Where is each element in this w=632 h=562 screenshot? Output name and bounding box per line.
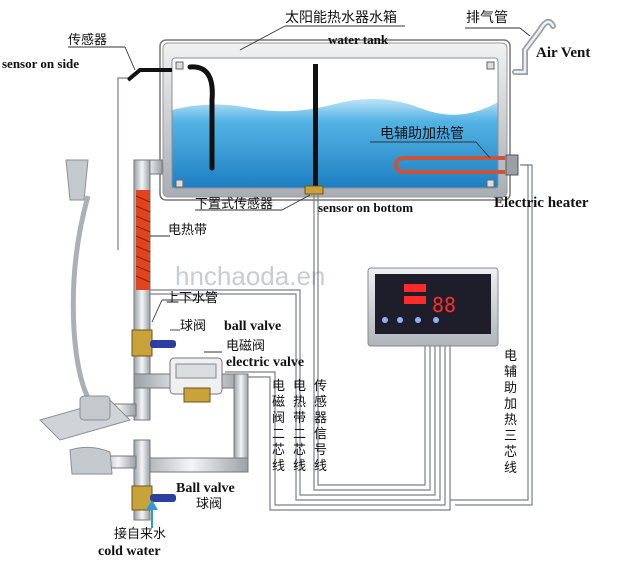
wire-sensor-label: 传感器信号线: [314, 379, 327, 474]
updown-pipe-label-cn: 上下水管: [166, 291, 218, 306]
sensor-bottom-label-en: sensor on bottom: [318, 200, 413, 215]
tank-label-cn: 太阳能热水器水箱: [285, 10, 397, 26]
heater-flange: [505, 154, 519, 176]
wire-labels: 电磁阀二芯线 电热带二芯线 传感器信号线 电辅助加热三芯线: [272, 349, 517, 476]
ball-valve2-label-cn: 球阀: [196, 497, 222, 512]
water-tank: [159, 39, 519, 201]
sensor-side-label-cn: 传感器: [68, 32, 107, 48]
shower-set: [39, 159, 131, 475]
heater-element: [393, 156, 505, 174]
cold-water-label-cn: 接自来水: [114, 526, 166, 542]
heat-belt-label-cn: 电热带: [168, 223, 207, 238]
controller: 88: [367, 267, 499, 347]
vent-label-en: Air Vent: [536, 45, 590, 61]
vent-label-cn: 排气管: [466, 10, 508, 26]
controller-display: 88: [432, 293, 456, 317]
cold-water-arrow: [146, 500, 158, 528]
wire-heater-label: 电辅助加热三芯线: [504, 349, 517, 476]
side-sensor-cable: [126, 68, 172, 82]
electric-valve-label-cn: 电磁阀: [226, 339, 265, 354]
heat-belt: [135, 190, 151, 290]
ball-valve-upper: [131, 329, 176, 357]
bottom-sensor-fitting: [304, 185, 324, 195]
bottom-sensor-rod: [313, 64, 318, 192]
wire-valve-label: 电磁阀二芯线: [272, 379, 285, 474]
sensor-side-label-en: sensor on side: [2, 56, 79, 71]
electric-valve-label-en: electric valve: [226, 355, 304, 370]
sensor-bottom-label-cn: 下置式传感器: [195, 196, 273, 212]
aux-heater-label-cn: 电辅助加热管: [380, 126, 464, 142]
labels: 太阳能热水器水箱 water tank 排气管 Air Vent 传感器 sen…: [2, 10, 590, 559]
cold-water-label-en: cold water: [98, 544, 161, 559]
ball-valve2-label-en: Ball valve: [176, 481, 235, 496]
side-sensor-probe: [187, 64, 215, 171]
ball-valve-lower: [131, 485, 176, 511]
tank-label-en: water tank: [328, 32, 389, 47]
electric-valve: [169, 357, 223, 403]
tank-water: [172, 98, 498, 188]
ball-valve1-label-en: ball valve: [224, 319, 281, 334]
ball-valve1-label-cn: 球阀: [180, 319, 206, 334]
watermark-text: hnchaoda.en: [175, 261, 325, 291]
wiring: [117, 77, 533, 511]
electric-heater-label-en: Electric heater: [494, 195, 589, 211]
wire-belt-label: 电热带二芯线: [293, 379, 306, 474]
